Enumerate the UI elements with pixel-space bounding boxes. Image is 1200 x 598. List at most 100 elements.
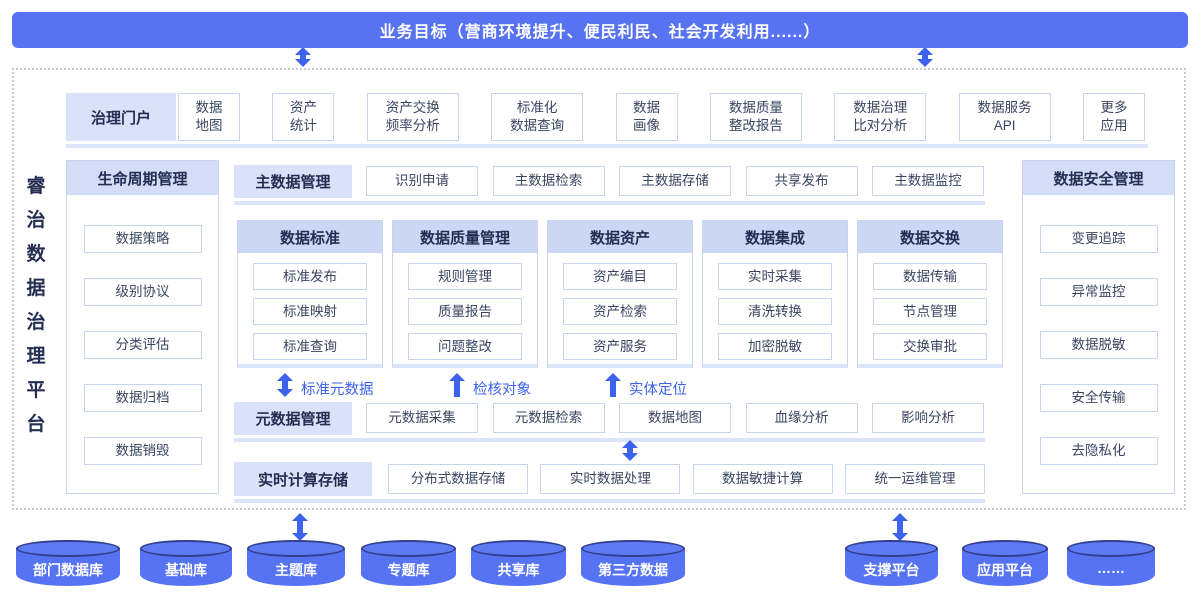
panel-item: 清洗转换 xyxy=(718,298,832,325)
metadata-item: 元数据检索 xyxy=(492,403,605,433)
security-item: 数据脱敏 xyxy=(1039,331,1158,359)
metadata-item: 数据地图 xyxy=(619,403,731,433)
connector-arrow-bottom-left xyxy=(292,513,308,541)
metadata-item: 元数据采集 xyxy=(366,403,478,433)
realtime-row-base xyxy=(234,499,985,503)
panel-item: 节点管理 xyxy=(873,298,987,325)
realtime-item: 实时数据处理 xyxy=(540,464,681,494)
panel-title: 数据标准 xyxy=(238,221,382,253)
flow-arrow-up xyxy=(449,373,465,397)
master-data-row-label: 主数据管理 xyxy=(234,165,352,198)
flow-label: 实体定位 xyxy=(629,382,687,398)
panel-item: 资产编目 xyxy=(563,263,677,290)
panel-item: 标准查询 xyxy=(253,333,367,360)
lifecycle-item: 数据策略 xyxy=(83,225,202,253)
portal-item: 数据服务 API xyxy=(958,93,1051,141)
cylinder-label: 应用平台 xyxy=(977,562,1033,578)
realtime-items-row: 分布式数据存储 实时数据处理 数据敏捷计算 统一运维管理 xyxy=(388,464,985,494)
portal-item: 数据治理 比对分析 xyxy=(834,93,927,141)
master-data-item: 识别申请 xyxy=(366,166,478,196)
portal-items-row: 数据 地图 资产 统计 资产交换 频率分析 标准化 数据查询 数据 画像 数据质… xyxy=(178,93,1145,141)
portal-item: 标准化 数据查询 xyxy=(491,93,584,141)
panel-data-standard: 数据标准 标准发布 标准映射 标准查询 xyxy=(237,220,383,368)
panel-item: 规则管理 xyxy=(408,263,522,290)
lifecycle-item: 数据销毁 xyxy=(83,437,202,465)
cylinder-top xyxy=(471,540,566,557)
database-cylinder: 基础库 xyxy=(140,540,232,586)
business-goal-banner: 业务目标（营商环境提升、便民利民、社会开发利用......） xyxy=(12,12,1188,48)
flow-label: 标准元数据 xyxy=(301,382,374,398)
cylinder-top xyxy=(962,540,1048,557)
security-item: 安全传输 xyxy=(1039,384,1158,412)
cylinder-label: 第三方数据 xyxy=(598,562,668,578)
cylinder-top xyxy=(845,540,938,557)
connector-arrow-top-left xyxy=(295,47,311,67)
panel-data-asset: 数据资产 资产编目 资产检索 资产服务 xyxy=(547,220,693,368)
portal-item: 资产交换 频率分析 xyxy=(366,93,459,141)
panel-item: 标准发布 xyxy=(253,263,367,290)
portal-row-label: 治理门户 xyxy=(66,93,176,141)
panel-data-exchange: 数据交换 数据传输 节点管理 交换审批 xyxy=(857,220,1003,368)
portal-item: 更多 应用 xyxy=(1083,93,1145,141)
panel-item: 资产服务 xyxy=(563,333,677,360)
flow-arrow-double xyxy=(277,373,293,397)
cylinder-label: 支撑平台 xyxy=(863,562,920,578)
lifecycle-item: 级别协议 xyxy=(83,278,202,306)
security-item: 变更追踪 xyxy=(1039,225,1158,253)
master-data-item: 主数据存储 xyxy=(619,166,731,196)
panel-item: 问题整改 xyxy=(408,333,522,360)
cylinder-top xyxy=(247,540,345,557)
panel-item: 资产检索 xyxy=(563,298,677,325)
lifecycle-panel: 生命周期管理 数据策略 级别协议 分类评估 数据归档 数据销毁 xyxy=(66,160,219,494)
cylinder-label: 基础库 xyxy=(165,562,207,578)
flow-arrow-up xyxy=(605,373,621,397)
security-item: 异常监控 xyxy=(1039,278,1158,306)
portal-row-base xyxy=(66,144,1148,148)
realtime-item: 分布式数据存储 xyxy=(388,464,528,494)
cylinder-top xyxy=(1067,540,1155,557)
cylinder-top xyxy=(140,540,232,557)
security-item: 去隐私化 xyxy=(1039,437,1158,465)
lifecycle-item: 分类评估 xyxy=(83,331,202,359)
cylinder-top xyxy=(361,540,456,557)
platform-title-vertical: 睿治数据治理平台 xyxy=(26,176,46,435)
panel-title: 数据交换 xyxy=(858,221,1002,253)
master-data-item: 共享发布 xyxy=(745,166,858,196)
platform-cylinder: 支撑平台 xyxy=(845,540,938,586)
database-cylinder: 第三方数据 xyxy=(581,540,685,586)
metadata-items-row: 元数据采集 元数据检索 数据地图 血缘分析 影响分析 xyxy=(366,403,984,433)
cylinder-label: 部门数据库 xyxy=(33,562,103,578)
cylinder-label: 主题库 xyxy=(275,562,317,578)
master-data-item: 主数据检索 xyxy=(492,166,605,196)
realtime-item: 统一运维管理 xyxy=(844,464,985,494)
database-cylinder: 部门数据库 xyxy=(16,540,120,586)
metadata-row-base xyxy=(234,438,985,442)
master-data-items-row: 识别申请 主数据检索 主数据存储 共享发布 主数据监控 xyxy=(366,166,984,196)
panel-item: 标准映射 xyxy=(253,298,367,325)
security-panel-title: 数据安全管理 xyxy=(1023,161,1174,195)
connector-arrow-top-right xyxy=(917,47,933,67)
panel-title: 数据质量管理 xyxy=(393,221,537,253)
platform-cylinder: …… xyxy=(1067,540,1155,586)
lifecycle-item: 数据归档 xyxy=(83,384,202,412)
panel-item: 质量报告 xyxy=(408,298,522,325)
portal-item: 资产 统计 xyxy=(272,93,335,141)
portal-item: 数据质量 整改报告 xyxy=(709,93,802,141)
platform-cylinder: 应用平台 xyxy=(962,540,1048,586)
security-panel: 数据安全管理 变更追踪 异常监控 数据脱敏 安全传输 去隐私化 xyxy=(1022,160,1175,494)
database-cylinder: 主题库 xyxy=(247,540,345,586)
cylinder-label: 共享库 xyxy=(497,562,540,578)
metadata-row-label: 元数据管理 xyxy=(234,402,352,435)
panel-item: 实时采集 xyxy=(718,263,832,290)
connector-arrow-middle xyxy=(622,440,638,461)
panel-title: 数据集成 xyxy=(703,221,847,253)
panel-title: 数据资产 xyxy=(548,221,692,253)
panel-item: 加密脱敏 xyxy=(718,333,832,360)
cylinder-label: …… xyxy=(1097,560,1125,576)
panel-item: 数据传输 xyxy=(873,263,987,290)
database-cylinder: 专题库 xyxy=(361,540,456,586)
realtime-item: 数据敏捷计算 xyxy=(692,464,833,494)
flow-label: 检核对象 xyxy=(473,382,531,398)
metadata-item: 影响分析 xyxy=(872,403,984,433)
